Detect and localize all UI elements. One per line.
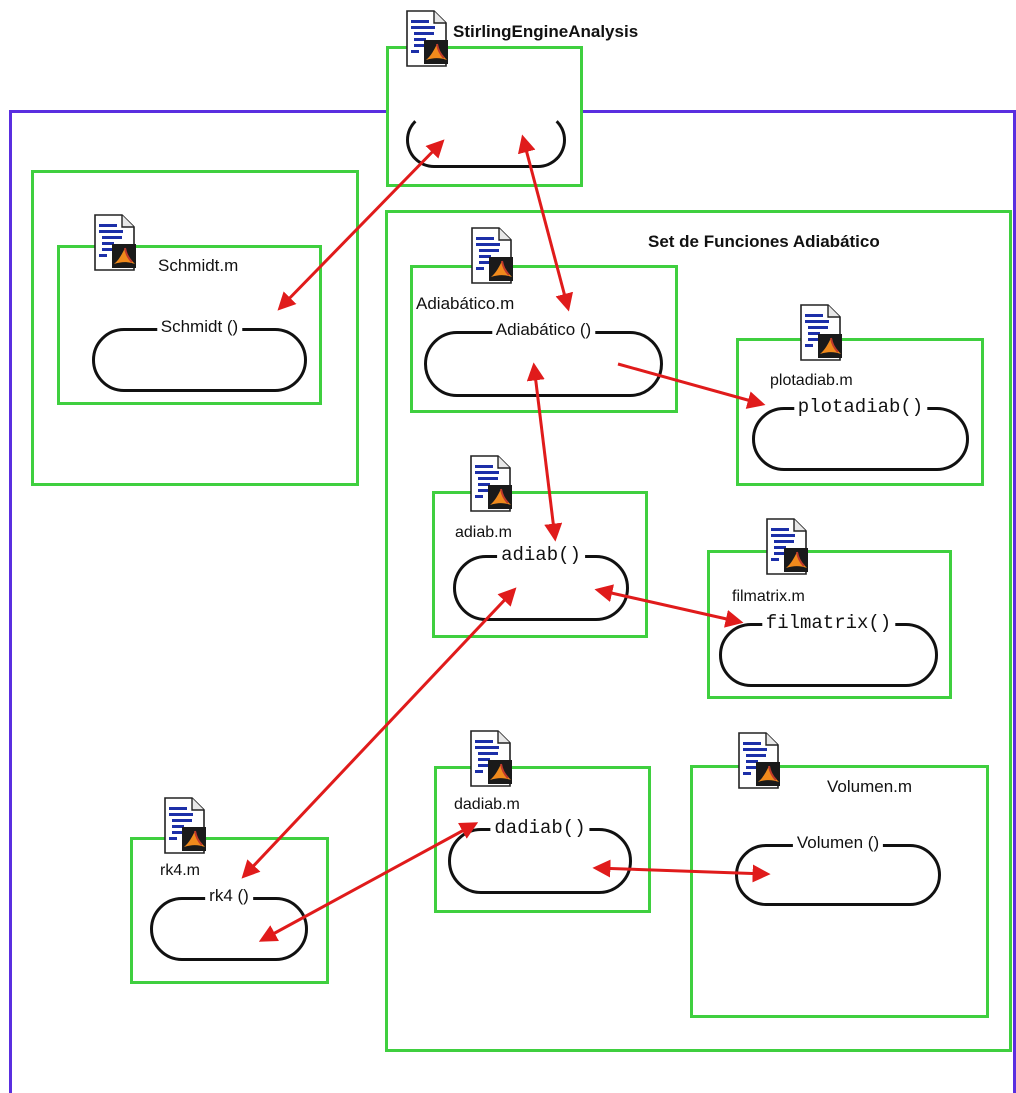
arrow-adiab-filmatrix bbox=[594, 584, 744, 628]
arrow-adiabatico-plotadiab bbox=[617, 362, 766, 409]
rk4-file-label: rk4.m bbox=[160, 862, 200, 879]
plotadiab-function-label: plotadiab() bbox=[793, 396, 928, 418]
schmidt-function: Schmidt () bbox=[92, 317, 307, 392]
arrow-adiabatico-adiab bbox=[526, 362, 563, 542]
arrow-main-schmidt bbox=[277, 139, 445, 311]
adiabatic-set-title: Set de Funciones Adiabático bbox=[648, 232, 880, 251]
filmatrix-file-label: filmatrix.m bbox=[732, 588, 805, 605]
main-file-icon bbox=[404, 10, 450, 68]
schmidt-file-icon bbox=[92, 214, 138, 272]
plotadiab-file-icon bbox=[798, 304, 844, 362]
volumen-file-icon bbox=[736, 732, 782, 790]
filmatrix-file-icon bbox=[764, 518, 810, 576]
volumen-file-label: Volumen.m bbox=[827, 777, 913, 796]
schmidt-box bbox=[57, 245, 322, 405]
schmidt-outer-box bbox=[31, 170, 359, 486]
main-title: StirlingEngineAnalysis bbox=[453, 22, 639, 41]
arrow-main-adiabatico bbox=[517, 134, 574, 312]
adiab-file-icon bbox=[468, 455, 514, 513]
volumen-function: Volumen () bbox=[735, 833, 941, 906]
arrow-adiab-rk4 bbox=[241, 587, 517, 879]
plotadiab-box bbox=[736, 338, 984, 486]
plotadiab-file-label: plotadiab.m bbox=[770, 372, 853, 389]
volumen-function-label: Volumen () bbox=[792, 833, 884, 853]
rk4-file-icon bbox=[162, 797, 208, 855]
filmatrix-function: filmatrix() bbox=[719, 612, 938, 687]
rk4-function-label: rk4 () bbox=[205, 886, 253, 906]
schmidt-file-label: Schmidt.m bbox=[158, 256, 239, 275]
adiab-file-label: adiab.m bbox=[455, 524, 512, 541]
arrow-dadiab-rk4 bbox=[258, 822, 479, 942]
volumen-box bbox=[690, 765, 989, 1018]
filmatrix-function-label: filmatrix() bbox=[761, 612, 896, 634]
adiabatico-function-label: Adiabático () bbox=[491, 320, 596, 340]
adiab-function-label: adiab() bbox=[497, 544, 585, 566]
schmidt-function-label: Schmidt () bbox=[156, 317, 243, 337]
plotadiab-function: plotadiab() bbox=[752, 396, 969, 471]
adiabatico-file-icon bbox=[469, 227, 515, 285]
arrow-dadiab-volumen bbox=[592, 859, 771, 883]
